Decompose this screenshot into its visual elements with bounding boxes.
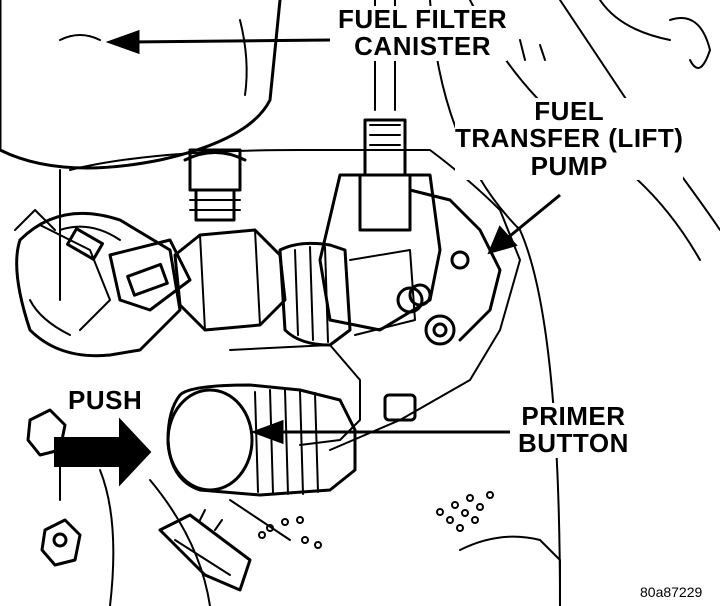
fuel-filter-canister-line2: CANISTER — [354, 31, 492, 62]
primer-button-label: PRIMER BUTTON — [518, 401, 629, 459]
fuel-filter-canister-line1: FUEL FILTER — [338, 4, 508, 34]
fuel-transfer-pump-line1: FUEL — [534, 96, 605, 126]
filter-canister-shape — [0, 0, 282, 170]
fuel-filter-canister-label: FUEL FILTER CANISTER — [338, 4, 508, 62]
canister-arrowhead — [105, 29, 140, 55]
primer-button-line1: PRIMER — [521, 401, 626, 431]
primer-button — [166, 388, 254, 492]
primer-button-line2: BUTTON — [518, 428, 629, 459]
push-arrow — [54, 417, 152, 487]
fuel-transfer-pump-label: FUEL TRANSFER (LIFT) PUMP — [455, 96, 684, 181]
fuel-transfer-pump-line2: TRANSFER (LIFT) — [455, 123, 684, 154]
primer-arrowhead — [250, 419, 284, 445]
figure-code: 80a87229 — [640, 584, 703, 600]
pump-leader-line — [504, 193, 561, 242]
pump-arrowhead — [487, 225, 518, 255]
canister-leader-line — [129, 38, 331, 44]
fuel-transfer-pump-line3: PUMP — [530, 150, 608, 181]
primer-button-housing — [166, 383, 357, 497]
hose-elbow — [15, 211, 182, 358]
push-label: PUSH — [68, 385, 143, 415]
